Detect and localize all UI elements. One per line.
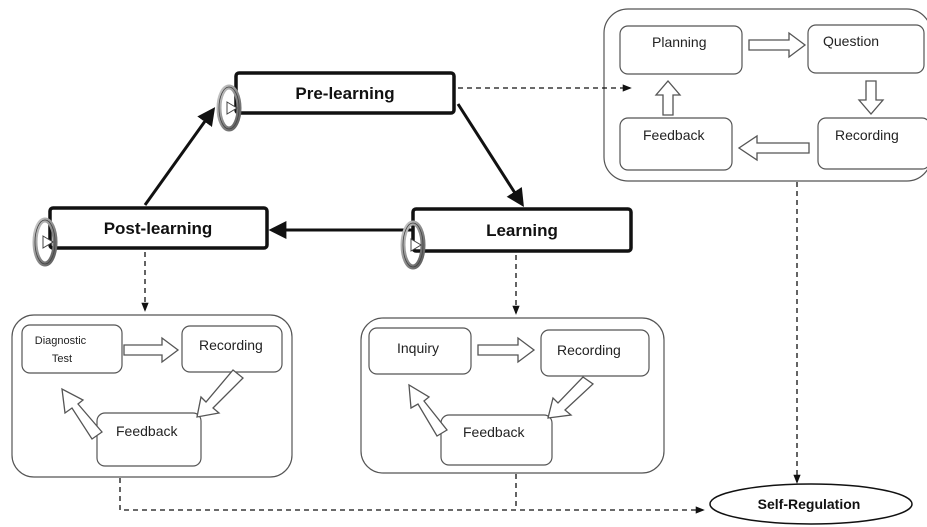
recording-label: Recording	[199, 337, 263, 353]
recording-label: Recording	[835, 127, 899, 143]
arrow-pre-to-learning	[456, 103, 524, 208]
arrow-down-icon	[857, 80, 885, 115]
question-label: Question	[823, 33, 879, 49]
question-box	[807, 24, 925, 74]
post-learning-label: Post-learning	[104, 219, 213, 238]
recording-box	[540, 329, 650, 377]
feedback-box	[96, 412, 202, 467]
diagnostic-test-box	[21, 324, 123, 374]
inquiry-label: Inquiry	[397, 340, 439, 356]
learning-cycle: Inquiry Recording Feedback	[360, 317, 665, 474]
pre-learning-label: Pre-learning	[295, 84, 394, 103]
arrow-up-left-icon	[408, 383, 448, 437]
learning-label: Learning	[486, 221, 558, 240]
recording-label: Recording	[557, 342, 621, 358]
inquiry-box	[368, 327, 472, 375]
feedback-box	[619, 117, 733, 171]
arrow-up-icon	[654, 80, 682, 116]
planning-box	[619, 25, 743, 75]
self-regulation-ellipse	[709, 483, 913, 525]
arrow-right-icon	[477, 336, 536, 364]
dashed-connectors	[119, 84, 801, 514]
cycle-icon	[32, 217, 58, 267]
cycle-icon	[400, 220, 426, 270]
post-learning-box	[48, 206, 269, 250]
self-regulation-outcome: Self-Regulation	[709, 483, 913, 525]
arrow-up-left-icon	[61, 387, 103, 440]
arrow-down-left-icon	[196, 369, 244, 418]
phase-cycle: Pre-learning Learning Post-learning	[32, 71, 633, 270]
feedback-box	[440, 414, 553, 466]
cycle-icon	[216, 84, 242, 132]
arrow-left-icon	[737, 134, 810, 162]
feedback-label: Feedback	[643, 127, 705, 143]
arrow-down-left-icon	[547, 376, 595, 419]
connector-post-cycle-to-self-regulation	[119, 478, 705, 514]
arrow-right-icon	[748, 31, 807, 59]
pre-learning-cycle: Planning Question Recording Feedback	[603, 8, 927, 182]
planning-label: Planning	[652, 34, 707, 50]
arrow-right-icon	[123, 336, 180, 364]
feedback-label: Feedback	[463, 424, 525, 440]
feedback-label: Feedback	[116, 423, 178, 439]
recording-box	[817, 117, 927, 170]
arrow-post-to-pre	[143, 107, 216, 206]
self-regulation-label: Self-Regulation	[758, 496, 861, 512]
post-learning-cycle: Diagnostic Test Recording Feedback	[11, 314, 293, 478]
diagnostic-test-label: Diagnostic Test	[35, 335, 89, 365]
